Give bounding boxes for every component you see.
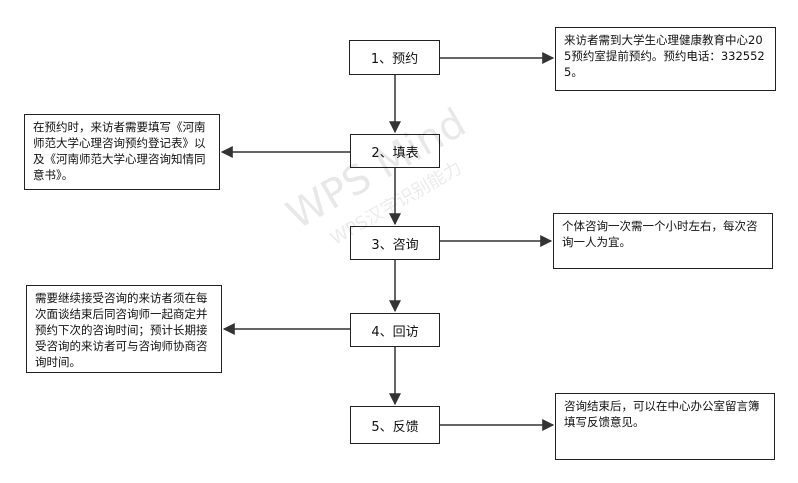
step-followup[interactable]: 4、回访 <box>350 313 440 347</box>
step-feedback-label: 5、反馈 <box>371 419 419 435</box>
step-feedback[interactable]: 5、反馈 <box>350 406 440 444</box>
step-consultation[interactable]: 3、咨询 <box>350 226 440 260</box>
step-appointment[interactable]: 1、预约 <box>349 40 440 75</box>
note-followup-text: 需要继续接受咨询的来访者须在每次面谈结束后同咨询师一起商定并预约下次的咨询时间；… <box>35 291 208 369</box>
step-appointment-label: 1、预约 <box>370 52 419 67</box>
note-fill-form[interactable]: 在预约时，来访者需要填写《河南师范大学心理咨询预约登记表》以及《河南师范大学心理… <box>24 114 220 190</box>
step-consultation-label: 3、咨询 <box>371 237 419 253</box>
step-fill-form-label: 2、填表 <box>371 145 419 161</box>
note-feedback[interactable]: 咨询结束后，可以在中心办公室留言簿填写反馈意见。 <box>555 393 775 460</box>
note-fill-form-text: 在预约时，来访者需要填写《河南师范大学心理咨询预约登记表》以及《河南师范大学心理… <box>33 120 206 182</box>
note-consultation[interactable]: 个体咨询一次需一个小时左右，每次咨询一人为宜。 <box>553 213 773 269</box>
note-consultation-text: 个体咨询一次需一个小时左右，每次咨询一人为宜。 <box>562 219 758 249</box>
note-feedback-text: 咨询结束后，可以在中心办公室留言簿填写反馈意见。 <box>564 399 760 429</box>
step-fill-form[interactable]: 2、填表 <box>350 134 440 168</box>
note-appointment-text: 来访者需到大学生心理健康教育中心205预约室提前预约。预约电话：3325525。 <box>564 33 765 79</box>
note-followup[interactable]: 需要继续接受咨询的来访者须在每次面谈结束后同咨询师一起商定并预约下次的咨询时间；… <box>26 285 222 373</box>
note-appointment[interactable]: 来访者需到大学生心理健康教育中心205预约室提前预约。预约电话：3325525。 <box>555 27 776 91</box>
step-followup-label: 4、回访 <box>371 324 419 340</box>
